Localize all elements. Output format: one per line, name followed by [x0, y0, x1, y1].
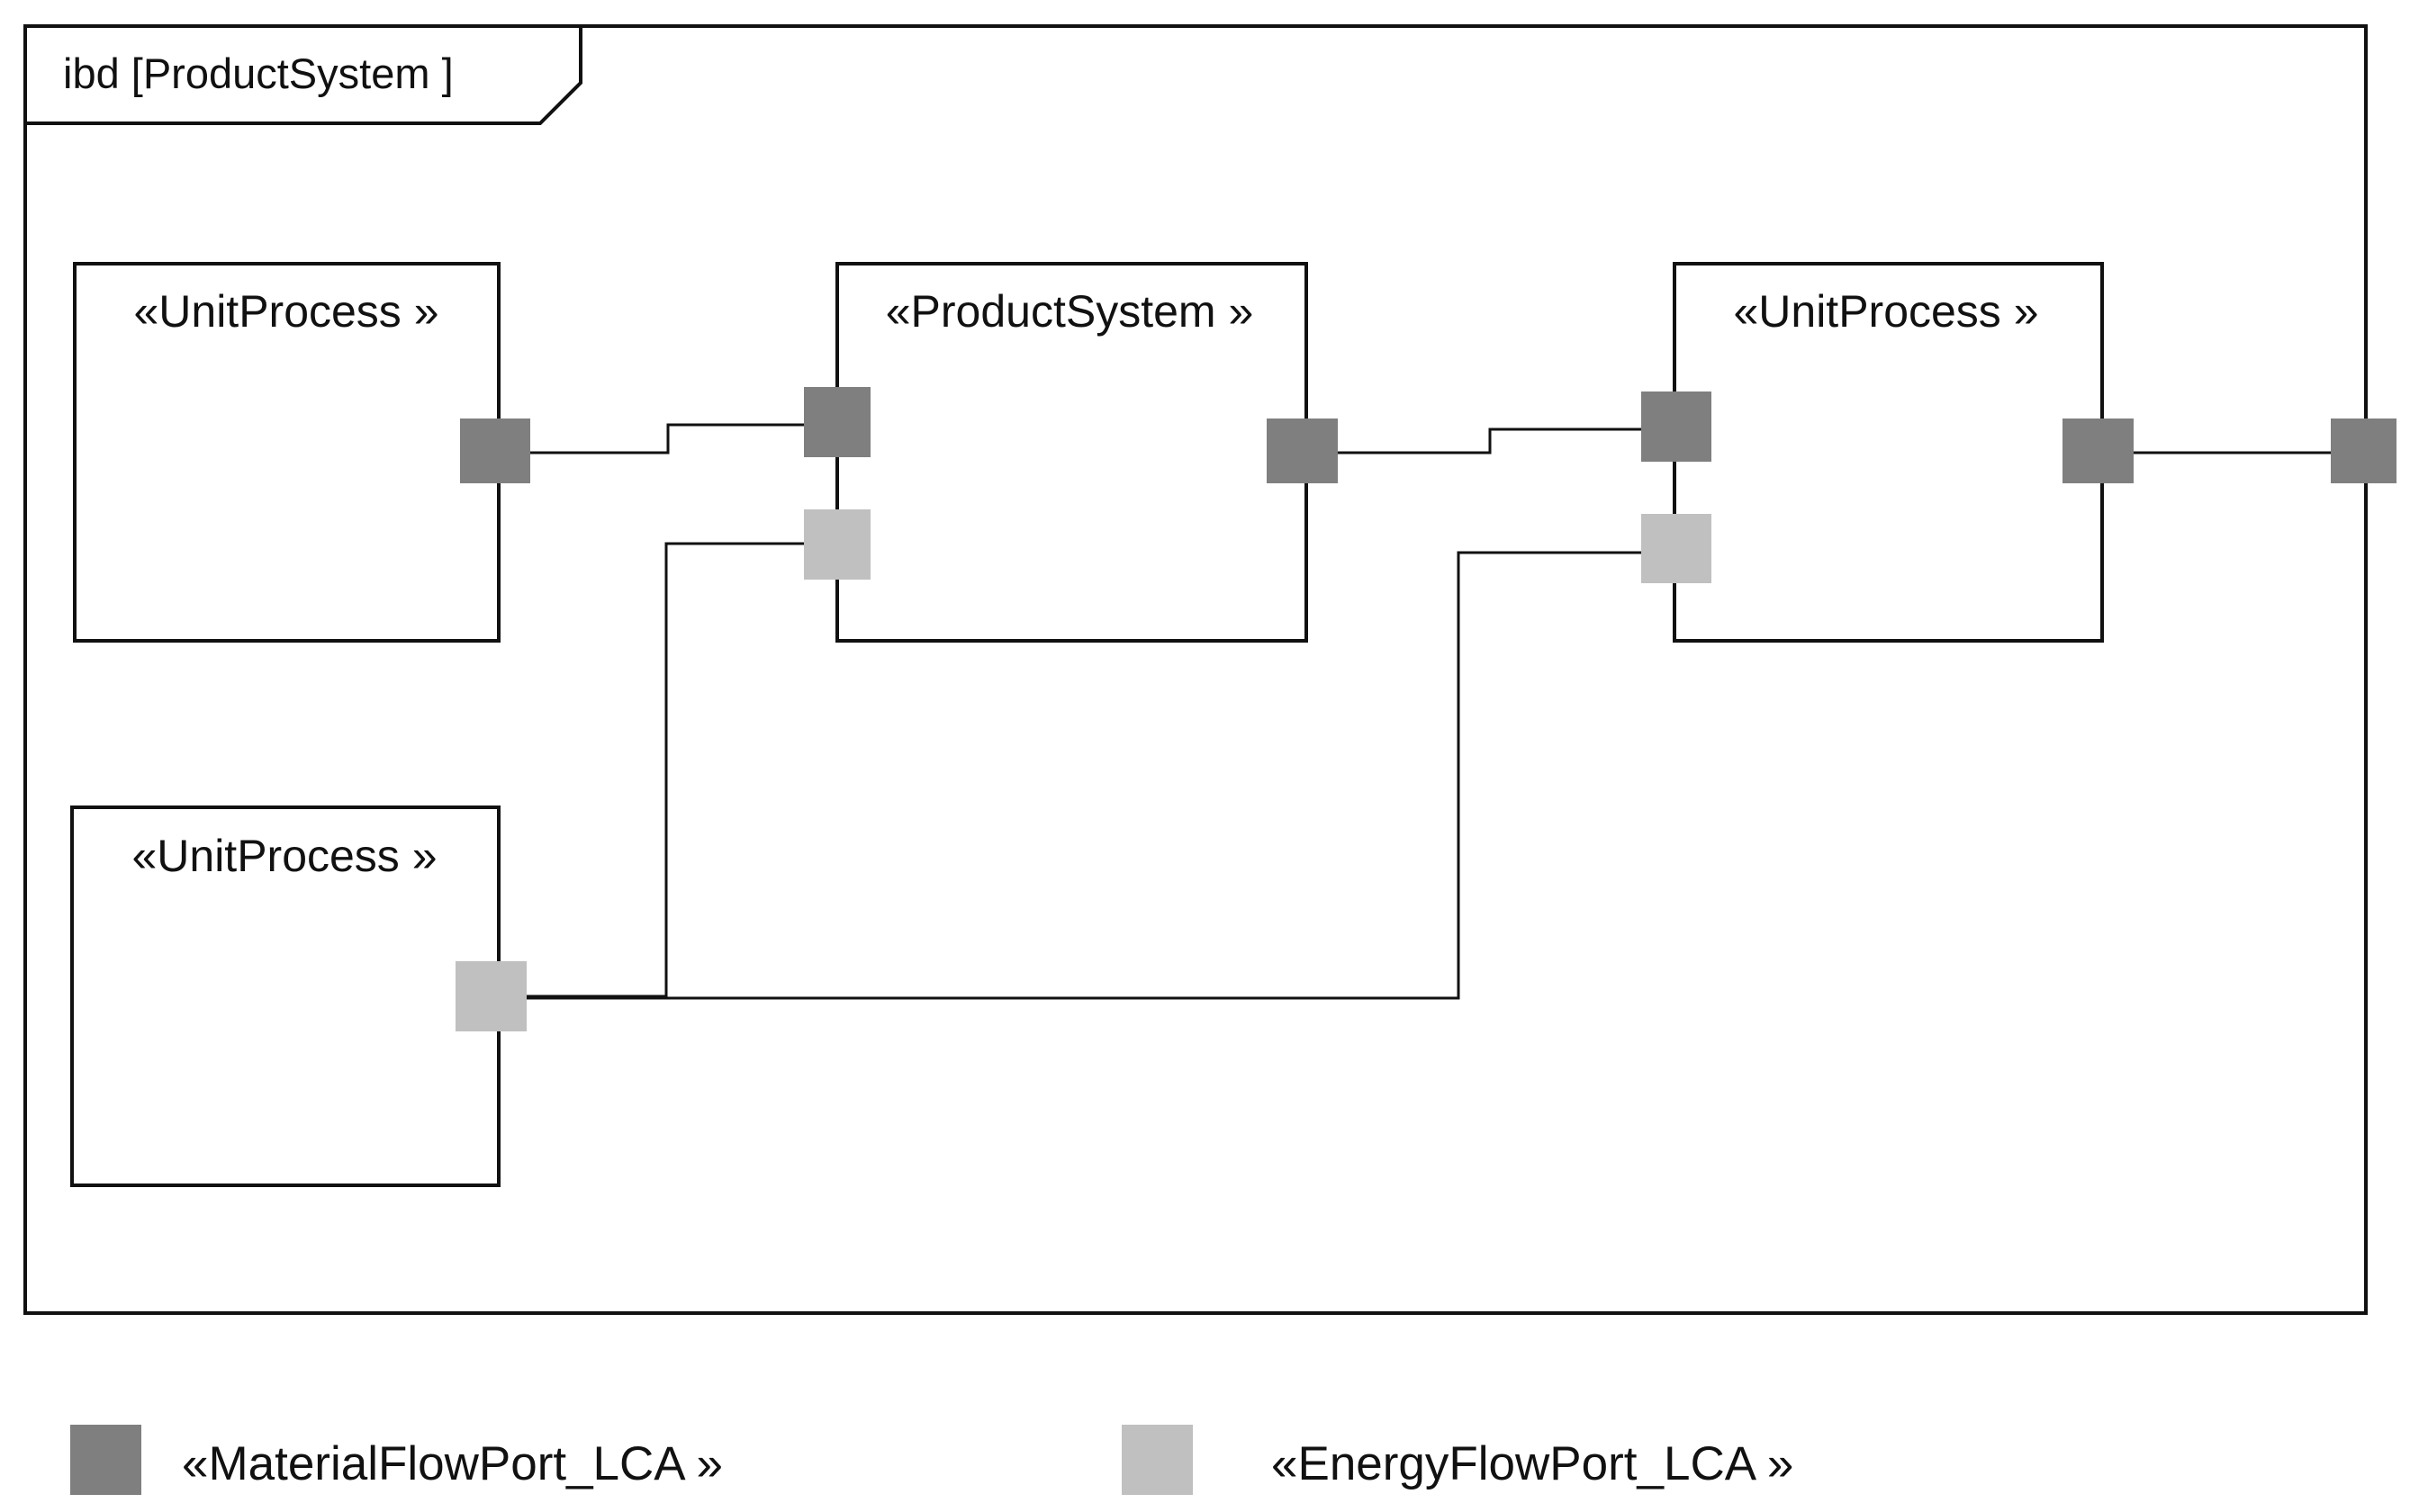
block-unit-process-1[interactable]: «UnitProcess » — [73, 262, 501, 643]
legend-energy-swatch — [1122, 1425, 1193, 1495]
port-up3-energy-in[interactable] — [1641, 514, 1711, 583]
block-product-system-box — [835, 262, 1308, 643]
frame-title: ibd [ProductSystem ] — [63, 50, 454, 97]
port-up3-material-in[interactable] — [1641, 392, 1711, 462]
port-ps-energy-in[interactable] — [804, 509, 871, 580]
block-unit-process-2[interactable]: «UnitProcess » — [70, 806, 501, 1187]
block-unit-process-3[interactable]: «UnitProcess » — [1673, 262, 2104, 643]
block-unit-process-2-stereotype: «UnitProcess » — [131, 831, 437, 881]
legend: «MaterialFlowPort_LCA » «EnergyFlowPort_… — [70, 1425, 1793, 1495]
legend-energy-label: «EnergyFlowPort_LCA » — [1271, 1437, 1793, 1490]
ports — [456, 387, 2396, 1031]
connector-up2-to-up3-energy — [527, 551, 1641, 1000]
port-up2-energy-out[interactable] — [456, 961, 527, 1031]
connectors — [527, 423, 2332, 1000]
connector-up1-to-ps-material — [529, 423, 804, 454]
block-product-system[interactable]: «ProductSystem » — [835, 262, 1308, 643]
legend-material-label: «MaterialFlowPort_LCA » — [182, 1437, 723, 1490]
block-unit-process-1-stereotype: «UnitProcess » — [133, 286, 438, 337]
connector-ps-to-up3-material — [1337, 428, 1641, 454]
port-boundary-material[interactable] — [2331, 418, 2396, 483]
port-ps-material-in[interactable] — [804, 387, 871, 457]
port-up3-material-out[interactable] — [2062, 418, 2134, 483]
port-up1-material-out[interactable] — [460, 418, 530, 483]
diagram-frame — [23, 24, 2368, 1315]
block-unit-process-3-box — [1673, 262, 2104, 643]
legend-material-swatch — [70, 1425, 141, 1495]
frame-title-tab — [25, 26, 582, 125]
block-unit-process-1-box — [73, 262, 501, 643]
block-unit-process-2-box — [70, 806, 501, 1187]
block-product-system-stereotype: «ProductSystem » — [886, 286, 1254, 337]
port-ps-material-out[interactable] — [1267, 418, 1338, 483]
connector-up2-to-ps-energy — [527, 542, 804, 998]
block-unit-process-3-stereotype: «UnitProcess » — [1733, 286, 2038, 337]
